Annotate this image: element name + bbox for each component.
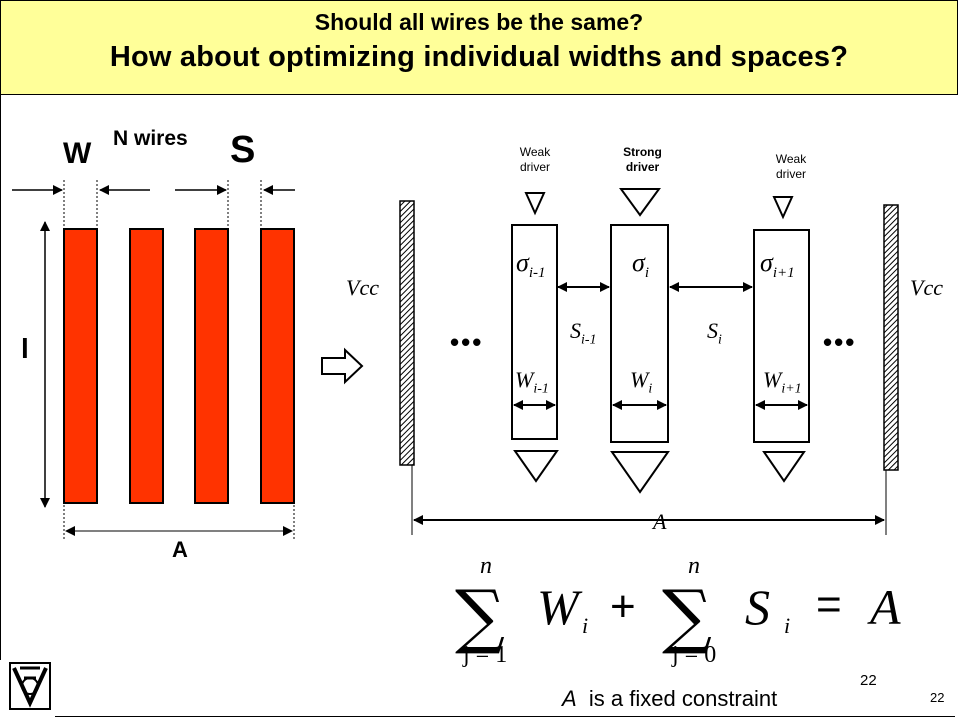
- w-label: W: [63, 137, 92, 170]
- spacing-label-2: Si: [707, 318, 722, 348]
- vcc-right-label: Vcc: [910, 275, 943, 300]
- ellipsis-left: •••: [450, 327, 484, 357]
- equation-term2: S: [745, 579, 770, 635]
- sigma-label-1: σi-1: [516, 248, 546, 282]
- equation-term1: W: [537, 579, 579, 635]
- title-line-1: Should all wires be the same?: [314, 9, 644, 35]
- vcc-rail-right: [883, 204, 899, 471]
- vcc-left-label: Vcc: [346, 275, 379, 300]
- equation-term1-sub: i: [582, 613, 589, 638]
- equation-term2-sub: i: [784, 613, 791, 638]
- wire-3: [194, 228, 229, 504]
- a-label-left: A: [172, 537, 188, 562]
- a-label-right: A: [653, 509, 667, 534]
- equation-rhs: A: [870, 579, 901, 635]
- wire-4: [260, 228, 295, 504]
- guide-lines: [63, 180, 295, 540]
- technion-logo-icon: [9, 662, 51, 710]
- width-label-2: Wi: [630, 367, 653, 397]
- equation-plus: +: [610, 582, 636, 631]
- sum-symbol-2: ∑: [662, 575, 712, 657]
- s-label: S: [230, 129, 256, 171]
- driver-triangle-top-3: [772, 196, 794, 220]
- load-triangle-bottom-2: [610, 451, 670, 494]
- title-line-2: How about optimizing individual widths a…: [109, 41, 849, 73]
- driver-triangle-top-2: [619, 188, 661, 217]
- equation-equals: =: [816, 580, 842, 629]
- constraint-text: A is a fixed constraint: [562, 686, 778, 711]
- sum1-top: n: [480, 553, 492, 579]
- spacing-label-1: Si-1: [570, 318, 597, 348]
- page-number-outer: 22: [930, 690, 945, 705]
- l-label: l: [21, 333, 29, 364]
- sum1-bottom: j = 1: [463, 642, 508, 668]
- title-bar: Should all wires be the same? How about …: [0, 0, 958, 95]
- n-wires-label: N wires: [113, 127, 188, 150]
- load-triangle-bottom-1: [513, 450, 559, 483]
- frame-line-left: [0, 95, 1, 660]
- sum-symbol-1: ∑: [455, 575, 505, 657]
- width-label-3: Wi+1: [763, 367, 802, 397]
- sum2-bottom: j = 0: [672, 642, 717, 668]
- wire-1: [63, 228, 98, 504]
- ellipsis-right: •••: [823, 327, 857, 357]
- implies-arrow-icon: [321, 347, 364, 385]
- sigma-label-2: σi: [632, 248, 649, 282]
- driver-triangle-top-1: [524, 192, 546, 216]
- load-triangle-bottom-3: [762, 451, 806, 483]
- wire-2: [129, 228, 164, 504]
- width-label-1: Wi-1: [515, 367, 549, 397]
- frame-line-bottom: [55, 716, 955, 717]
- sum2-top: n: [688, 553, 700, 579]
- page-number-inner: 22: [860, 672, 877, 689]
- sigma-label-3: σi+1: [760, 248, 795, 282]
- right-wire-figure: [399, 188, 899, 535]
- vcc-rail-left: [399, 200, 415, 466]
- left-wire-figure: [12, 180, 295, 540]
